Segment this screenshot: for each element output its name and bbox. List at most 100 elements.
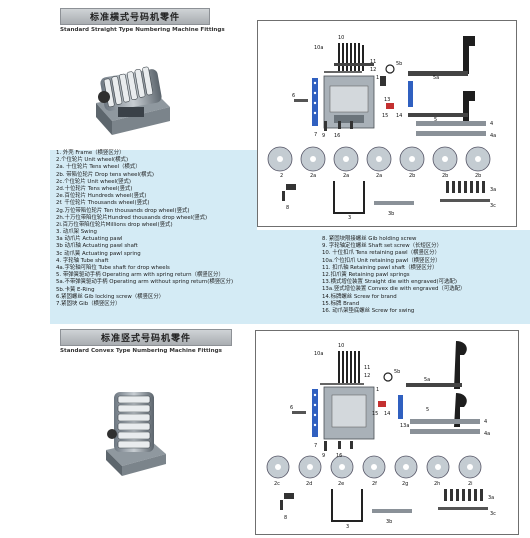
- bottom-section-subtitle: Standard Convex Type Numbering Machine F…: [60, 348, 222, 354]
- diagram-label: 2a: [376, 173, 382, 179]
- diagram-label: 13: [384, 97, 390, 103]
- part-item: 12.扣爪簧 Retaining pawl springs: [322, 271, 410, 278]
- diagram-label: 2c: [274, 481, 280, 487]
- diagram-label: 6: [292, 93, 295, 99]
- diagram-label: 1: [376, 75, 379, 81]
- diagram-label: 5: [426, 407, 429, 413]
- diagram-label: 5: [434, 117, 437, 123]
- diagram-label: 5a: [424, 377, 430, 383]
- diagram-label: 3: [346, 524, 349, 530]
- diagram-label: 4: [490, 121, 493, 127]
- diagram-label: 12: [370, 67, 376, 73]
- part-item: 15.标牌 Brand: [322, 300, 360, 307]
- part-item: 10. 十位扣爪 Tens retaining pawl（横竖区分）: [322, 250, 440, 257]
- diagram-label: 10: [338, 35, 344, 41]
- diagram-label: 4a: [490, 133, 496, 139]
- part-item: 13.横式增位装置 Straight die with engraved(可选配…: [322, 279, 457, 286]
- diagram-label: 3a: [490, 187, 496, 193]
- top-section-title: 标准横式号码机零件: [60, 8, 210, 25]
- diagram-label: 2b: [475, 173, 481, 179]
- diagram-label: 4: [484, 419, 487, 425]
- parts-list-band-right: [257, 230, 530, 324]
- diagram-label: 2h: [434, 481, 440, 487]
- part-item: 14.标牌螺丝 Screw for brand: [322, 293, 397, 300]
- diagram-label: 3b: [386, 519, 392, 525]
- diagram-label: 2: [280, 173, 283, 179]
- diagram-label: 3a: [488, 495, 494, 501]
- part-item: 2e.百位轮片 Hundreds wheel(竖式): [56, 193, 147, 200]
- part-item: 5b.卡簧 E-Ring: [56, 286, 95, 293]
- diagram-label: 3: [348, 215, 351, 221]
- part-item: 4a.字轮轴可陷位 Tube shaft for drop wheels: [56, 265, 170, 271]
- diagram-label: 11: [364, 365, 370, 371]
- diagram-label: 12: [364, 373, 370, 379]
- part-item: 6.紧固螺丝 Gib locking screw（横竖区分）: [56, 293, 165, 300]
- diagram-label: 2g: [402, 481, 408, 487]
- part-item: 4. 字轮轴 Tube shaft: [56, 257, 109, 264]
- part-item: 16. 动爪架垫底螺丝 Screw for swing: [322, 307, 415, 314]
- diagram-label: 16: [334, 133, 340, 139]
- diagram-label: 6: [290, 405, 293, 411]
- straight-numbering-machine-image: [96, 66, 170, 135]
- part-item: 3. 动爪架 Swing: [56, 229, 97, 236]
- part-item: 3a 动爪片 Actuating pawl: [56, 236, 123, 243]
- part-item: 2d.十位轮片 Tens wheel(竖式): [56, 185, 133, 192]
- diagram-label: 3c: [490, 203, 496, 209]
- part-item: 9. 字轮轴定位螺丝 Shaft set screw（长短区分）: [322, 243, 442, 250]
- part-item: 2.个位轮片 Unit wheel(横式): [56, 157, 129, 164]
- diagram-label: 1: [376, 387, 379, 393]
- part-item: 7.紧固块 Gib（横竖区分）: [56, 300, 121, 307]
- diagram-label: 5b: [396, 61, 402, 67]
- part-item: 2c.个位轮片 Unit wheel(竖式): [56, 178, 132, 185]
- part-item: 2f. 千位轮片 Thousands wheel(竖式): [56, 200, 150, 207]
- diagram-label: 13a: [400, 423, 409, 429]
- diagram-label: 10a: [314, 45, 323, 51]
- diagram-label: 8: [286, 205, 289, 211]
- part-item: 2a. 十位轮片 Tens wheel（横式）: [56, 164, 141, 171]
- diagram-label: 11: [370, 59, 376, 65]
- diagram-label: 10: [338, 343, 344, 349]
- diagram-label: 7: [314, 443, 317, 449]
- diagram-label: 2i: [468, 481, 473, 487]
- part-item: 11. 扣爪轴 Retaining pawl shaft（横竖区分）: [322, 264, 438, 271]
- diagram-label: 9: [322, 133, 325, 139]
- diagram-label: 5b: [394, 369, 400, 375]
- part-item: 2h.十万位带陷位轮片Hundred thousands drop wheel(…: [56, 214, 208, 221]
- bottom-section-title: 标准竖式号码机零件: [60, 329, 232, 346]
- diagram-label: 3c: [490, 511, 496, 517]
- part-item: 2i.百万位带陷位轮片Millions drop wheel(竖式): [56, 221, 173, 228]
- top-exploded-diagram: 10 10a 11 12 5b 5a 6 7 8 1 2 5 9 16 13 1…: [257, 20, 517, 227]
- diagram-label: 7: [314, 132, 317, 138]
- top-section-subtitle: Standard Straight Type Numbering Machine…: [60, 27, 225, 33]
- diagram-label: 14: [396, 113, 402, 119]
- diagram-label: 2b: [409, 173, 415, 179]
- part-item: 5. 带弹簧驱动手柄 Operating arm with spring ret…: [56, 272, 224, 279]
- parts-list-left: 1. 外壳 Frame（横竖区分） 2.个位轮片 Unit wheel(横式) …: [56, 150, 233, 308]
- part-item: 2b. 带陷位轮片 Drop tens wheel(横式): [56, 171, 154, 178]
- diagram-label: 9: [322, 453, 325, 459]
- part-item: 3b 动爪轴 Actuating pawl shaft: [56, 243, 138, 250]
- diagram-label: 4a: [484, 431, 490, 437]
- bottom-exploded-diagram: 10 10a 11 12 5b 5a 6 7 8 1 5 9 16 15 14 …: [255, 330, 519, 535]
- diagram-label: 16: [336, 453, 342, 459]
- diagram-label: 2b: [442, 173, 448, 179]
- diagram-label: 10a: [314, 351, 323, 357]
- part-item: 5a.不带弹簧驱动手柄 Operating arm without spring…: [56, 279, 234, 286]
- part-item: 8. 紧固块限接螺丝 Gib holding screw: [322, 236, 417, 242]
- diagram-label: 2e: [338, 481, 344, 487]
- diagram-label: 2d: [306, 481, 312, 487]
- diagram-label: 14: [384, 411, 390, 417]
- parts-list-band-left: [50, 150, 257, 324]
- parts-list-right: 8. 紧固块限接螺丝 Gib holding screw 9. 字轮轴定位螺丝 …: [322, 236, 465, 315]
- part-item: 10a.个位扣爪 Unit retaining pawl（横竖区分）: [322, 257, 441, 264]
- diagram-label: 8: [284, 515, 287, 521]
- diagram-label: 2f: [372, 481, 377, 487]
- diagram-label: 2a: [343, 173, 349, 179]
- part-item: 1. 外壳 Frame（横竖区分）: [56, 150, 125, 156]
- diagram-label: 5a: [433, 75, 439, 81]
- diagram-label: 3b: [388, 211, 394, 217]
- convex-numbering-machine-image: [106, 392, 166, 476]
- part-item: 13a.竖式增位装置 Convex die with engraved（可选配）: [322, 286, 466, 293]
- diagram-label: 15: [372, 411, 378, 417]
- part-item: 3c 动爪簧 Actuating pawl spring: [56, 250, 141, 257]
